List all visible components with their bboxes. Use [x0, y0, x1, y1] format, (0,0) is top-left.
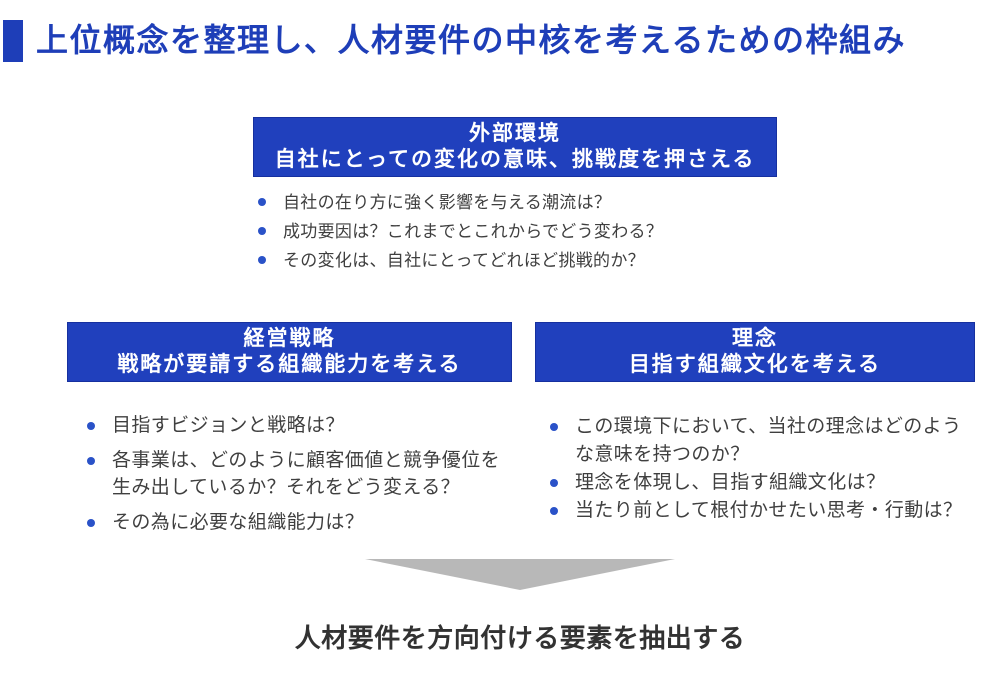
strategy-box-heading: 経営戦略 — [243, 327, 336, 350]
bullet-icon — [87, 457, 95, 465]
bullet-text: 当たり前として根付かせたい思考・行動は？ — [575, 500, 963, 521]
strategy-box-subheading: 戦略が要請する組織能力を考える — [117, 353, 462, 376]
external-box-subheading: 自社にとっての変化の意味、挑戦度を押さえる — [274, 148, 756, 171]
bullet-icon — [550, 423, 558, 431]
external-bullet-list: 自社の在り方に強く影響を与える潮流は？ 成功要因は？これまでとこれからでどう変わ… — [258, 188, 758, 275]
list-item: 当たり前として根付かせたい思考・行動は？ — [550, 497, 990, 525]
bullet-text: 目指すビジョンと戦略は？ — [112, 415, 345, 436]
bullet-text: 自社の在り方に強く影響を与える潮流は？ — [283, 193, 612, 212]
strategy-bullet-list: 目指すビジョンと戦略は？ 各事業は、どのように顧客価値と競争優位を 生み出してい… — [87, 412, 527, 544]
bottom-caption: 人材要件を方向付ける要素を抽出する — [294, 623, 746, 653]
title-accent-bar — [3, 20, 23, 62]
philosophy-box: 理念 目指す組織文化を考える — [535, 322, 975, 382]
list-item: その変化は、自社にとってどれほど挑戦的か？ — [258, 246, 758, 275]
list-item: この環境下において、当社の理念はどのよう な意味を持つのか？ — [550, 413, 990, 469]
bullet-icon — [258, 256, 266, 264]
bullet-text: 成功要因は？これまでとこれからでどう変わる？ — [283, 222, 664, 241]
bullet-icon — [87, 519, 95, 527]
bullet-icon — [258, 198, 266, 206]
external-box-heading: 外部環境 — [469, 122, 561, 145]
list-item: 成功要因は？これまでとこれからでどう変わる？ — [258, 217, 758, 246]
bullet-text: その為に必要な組織能力は？ — [112, 512, 365, 533]
list-item: 自社の在り方に強く影響を与える潮流は？ — [258, 188, 758, 217]
bullet-icon — [258, 227, 266, 235]
down-arrow-icon — [365, 559, 675, 590]
strategy-box: 経営戦略 戦略が要請する組織能力を考える — [67, 322, 512, 382]
bullet-text: その変化は、自社にとってどれほど挑戦的か？ — [283, 251, 645, 270]
philosophy-bullet-list: この環境下において、当社の理念はどのよう な意味を持つのか？ 理念を体現し、目指… — [550, 413, 990, 525]
bullet-text: 各事業は、どのように顧客価値と競争優位を 生み出しているか？それをどう変える？ — [112, 450, 501, 498]
list-item: その為に必要な組織能力は？ — [87, 509, 527, 536]
bullet-text: 理念を体現し、目指す組織文化は？ — [575, 472, 886, 493]
external-environment-box: 外部環境 自社にとっての変化の意味、挑戦度を押さえる — [253, 117, 777, 177]
list-item: 各事業は、どのように顧客価値と競争優位を 生み出しているか？それをどう変える？ — [87, 447, 527, 501]
philosophy-box-subheading: 目指す組織文化を考える — [628, 353, 882, 376]
bullet-icon — [550, 479, 558, 487]
list-item: 理念を体現し、目指す組織文化は？ — [550, 469, 990, 497]
bullet-icon — [87, 422, 95, 430]
bullet-text: この環境下において、当社の理念はどのよう な意味を持つのか？ — [575, 416, 962, 465]
bullet-icon — [550, 507, 558, 515]
page-title: 上位概念を整理し、人材要件の中核を考えるための枠組み — [36, 22, 907, 58]
philosophy-box-heading: 理念 — [732, 327, 778, 350]
list-item: 目指すビジョンと戦略は？ — [87, 412, 527, 439]
